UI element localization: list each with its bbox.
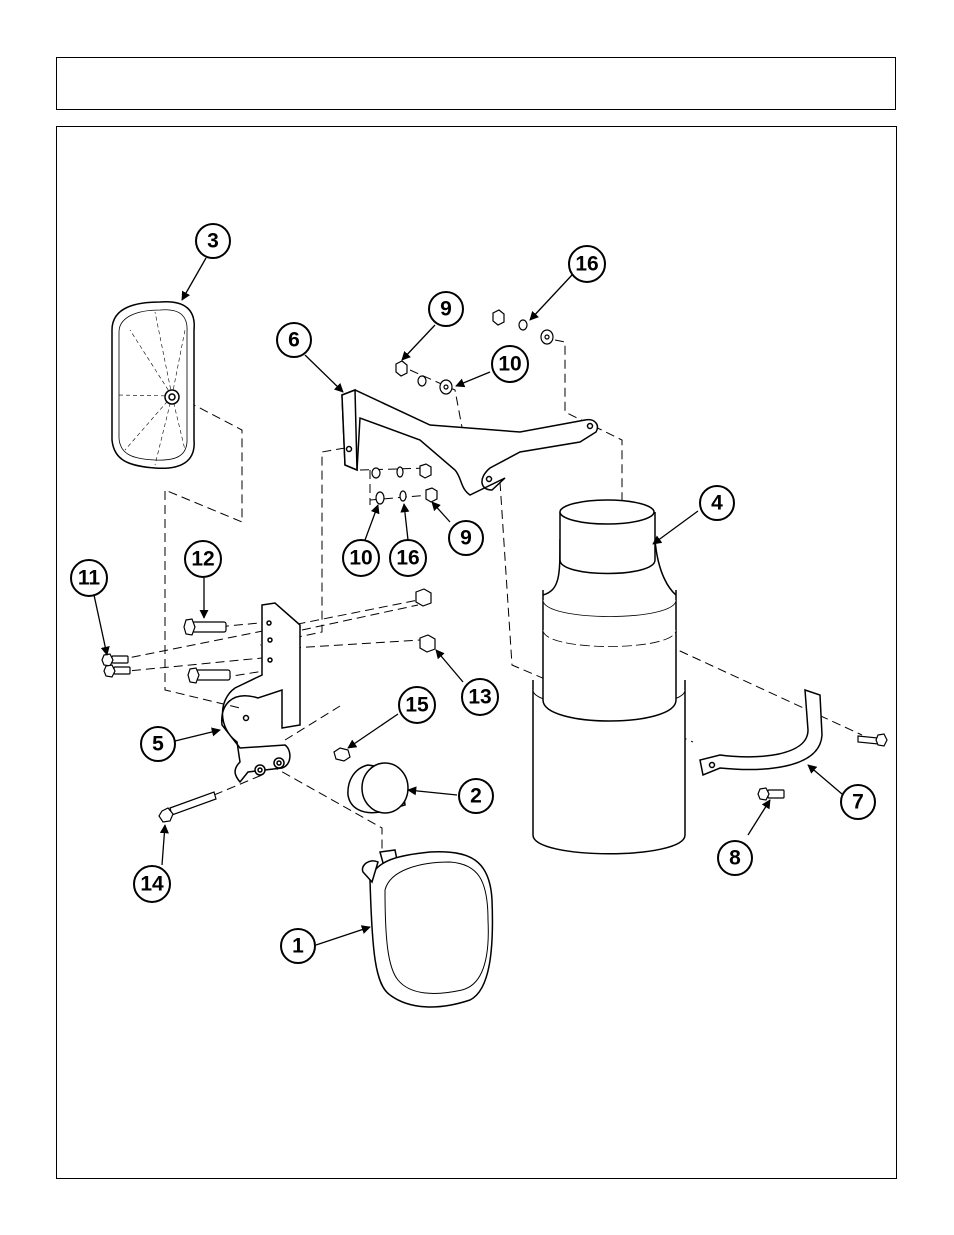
cylinder-part (533, 500, 685, 854)
callout-label: 16 (396, 547, 419, 570)
callout-label: 8 (729, 847, 741, 870)
callout-label: 9 (440, 298, 452, 321)
callout-9a: 9 (429, 292, 463, 326)
callout-10a: 10 (492, 346, 528, 382)
callout-label: 13 (468, 686, 491, 709)
callout-label: 12 (191, 548, 214, 571)
callout-14: 14 (134, 866, 170, 902)
callout-6: 6 (277, 323, 311, 357)
light-part (362, 850, 492, 1007)
callout-1: 1 (281, 929, 315, 963)
callout-13: 13 (462, 679, 498, 715)
callout-3: 3 (196, 224, 230, 258)
callout-label: 15 (405, 694, 429, 717)
callout-label: 10 (498, 353, 521, 376)
callout-label: 6 (288, 329, 300, 352)
upper-bracket-part (342, 390, 597, 495)
callout-16a: 16 (569, 246, 605, 282)
callout-9b: 9 (449, 521, 483, 555)
strap-part (700, 690, 822, 775)
callout-16b: 16 (390, 540, 426, 576)
mirror-part (112, 302, 194, 469)
callout-label: 11 (78, 567, 101, 590)
callout-label: 16 (575, 253, 598, 276)
callout-15: 15 (399, 687, 435, 723)
assembly-lines (118, 340, 862, 855)
callout-label: 2 (470, 785, 482, 808)
callout-label: 1 (292, 935, 304, 958)
callout-10b: 10 (343, 540, 379, 576)
callout-label: 3 (207, 230, 219, 253)
callout-12: 12 (185, 541, 221, 577)
lower-bracket-part (222, 603, 300, 782)
callout-label: 14 (140, 873, 164, 896)
callout-4: 4 (700, 486, 734, 520)
callout-5: 5 (141, 727, 175, 761)
callout-label: 7 (852, 791, 864, 814)
callout-label: 10 (349, 547, 372, 570)
callout-label: 4 (711, 492, 723, 515)
callout-11: 11 (71, 560, 107, 596)
callout-7: 7 (841, 785, 875, 819)
spacer-part (348, 763, 408, 813)
callout-label: 9 (460, 527, 472, 550)
callout-2: 2 (459, 779, 493, 813)
callout-8: 8 (718, 841, 752, 875)
callout-label: 5 (152, 733, 164, 756)
